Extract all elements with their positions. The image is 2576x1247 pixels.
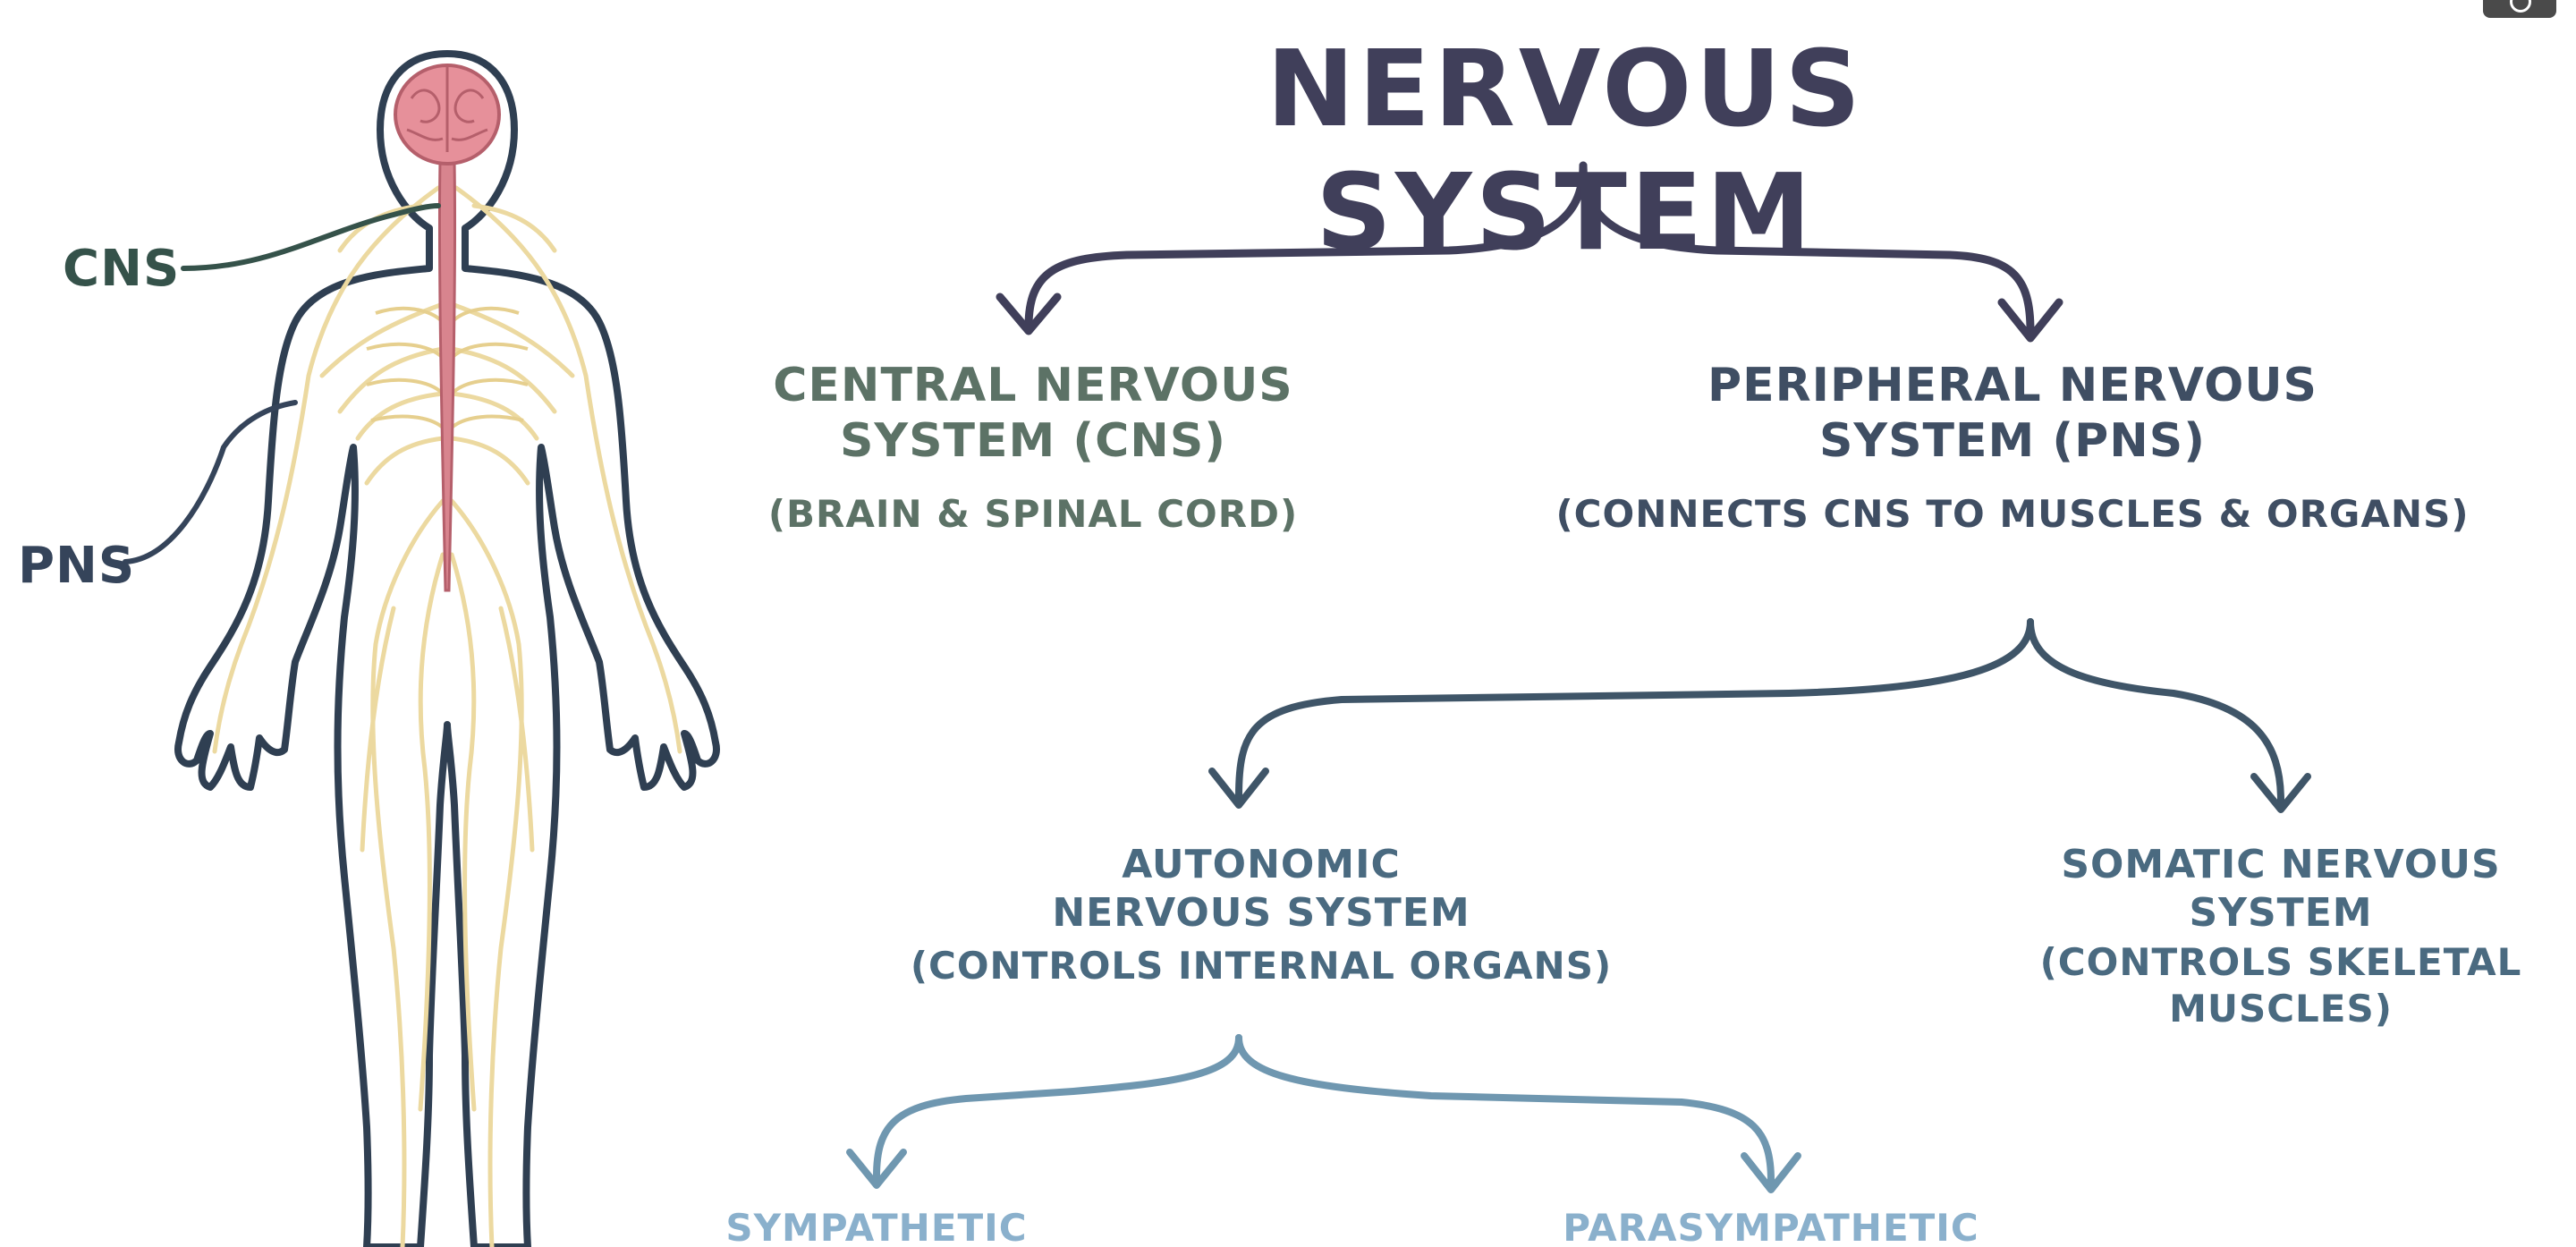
arrowhead-pns [1997,298,2063,343]
connector-brace-sympathetic [873,1034,1242,1180]
somatic-node-label: SOMATIC NERVOUS SYSTEM [2061,842,2501,936]
body-outline [174,50,720,1247]
connector-brace-right [1579,161,2035,335]
connector-pns-to-subsystems [1208,618,2311,813]
autonomic-node-description: (CONTROLS INTERNAL ORGANS) [910,944,1613,988]
pns-leader-line [123,400,298,564]
connector-title-to-branches [996,161,2063,343]
pns-node-label: PERIPHERAL NERVOUS SYSTEM (PNS) [1707,359,2318,468]
arrowhead-sympathetic [846,1149,907,1189]
figure-pns-label: PNS [18,537,136,595]
diagram-title: NERVOUS SYSTEM [1266,27,1865,274]
spinal-cord [437,159,457,592]
somatic-node-description: (CONTROLS SKELETAL MUSCLES) [2039,940,2522,1031]
cns-node-description: (BRAIN & SPINAL CORD) [767,492,1299,536]
connector-brace-autonomic [1235,618,2034,800]
arrowhead-autonomic [1208,768,1269,809]
arrowhead-somatic [2250,773,2311,813]
ribcage [366,306,529,429]
connector-brace-left [1024,161,1588,331]
arrowhead-parasympathetic [1741,1152,1801,1193]
arrowhead-cns [996,293,1062,335]
cns-node-label: CENTRAL NERVOUS SYSTEM (CNS) [773,359,1293,468]
cns-leader-line [181,203,441,271]
pns-node-description: (CONNECTS CNS TO MUSCLES & ORGANS) [1555,492,2470,536]
autonomic-node-label: AUTONOMIC NERVOUS SYSTEM [1052,842,1470,936]
brain-folds [406,67,488,152]
connector-brace-somatic [2027,618,2284,804]
connector-brace-parasympathetic [1235,1034,1775,1184]
connector-autonomic-to-divisions [846,1034,1801,1193]
settings-icon[interactable] [2483,0,2556,18]
figure-cns-label: CNS [63,240,181,298]
parasympathetic-node-label: PARASYMPATHETIC [1563,1206,1979,1247]
sympathetic-node-label: SYMPATHETIC [725,1206,1028,1247]
human-figure-illustration [174,50,720,1247]
